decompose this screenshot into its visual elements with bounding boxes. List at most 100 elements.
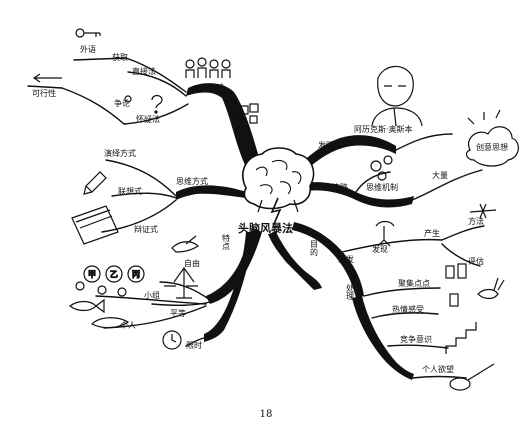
key-icon bbox=[75, 28, 101, 38]
line-competition bbox=[387, 344, 449, 349]
face-letter-3: 丙 bbox=[132, 270, 140, 279]
label-dialectic: 辩证式 bbox=[134, 224, 158, 234]
branch-upper-right-label: 发明者 bbox=[318, 140, 342, 150]
label-method: 方法 bbox=[468, 216, 484, 226]
scale-icon bbox=[164, 266, 198, 299]
line-feasible bbox=[27, 85, 63, 89]
label-feasible: 可行性 bbox=[32, 88, 56, 98]
branch-strategy-label: 策略 bbox=[332, 182, 348, 192]
line-produce bbox=[341, 238, 443, 253]
label-equal: 平等 bbox=[170, 308, 186, 318]
blocks-icon bbox=[237, 103, 259, 127]
pencil-icon bbox=[83, 171, 107, 195]
label-individual: 个人 bbox=[120, 321, 136, 330]
net-icon bbox=[449, 363, 495, 391]
line-inventor bbox=[395, 133, 453, 151]
faces-group-icon bbox=[75, 265, 145, 297]
line-dialectic bbox=[101, 199, 177, 233]
label-inventor: 阿历克斯·奥斯本 bbox=[354, 124, 413, 134]
line-group bbox=[95, 295, 207, 305]
people-group-icon bbox=[185, 57, 231, 78]
center-node: 头脑风暴法 bbox=[238, 147, 315, 235]
branch-mid-left-label: 思维方式 bbox=[176, 176, 208, 186]
clock-icon bbox=[162, 330, 182, 350]
label-dispute: 争论 bbox=[114, 98, 130, 108]
person-lying-icon bbox=[90, 317, 130, 329]
branch-upper-right bbox=[294, 135, 396, 176]
label-evaluate: 评估 bbox=[468, 256, 484, 266]
rabbit-icon bbox=[477, 277, 505, 300]
figure-icon bbox=[375, 220, 395, 247]
branch-lower-left-2 bbox=[204, 232, 254, 342]
label-discover: 发现 bbox=[372, 244, 388, 254]
bottles-icon bbox=[445, 263, 467, 307]
line-acquire bbox=[125, 57, 187, 93]
branch-lower-center bbox=[268, 232, 322, 290]
face-letter-2: 乙 bbox=[110, 270, 118, 279]
branch-right bbox=[298, 182, 414, 208]
label-produce: 产生 bbox=[424, 228, 440, 238]
line-time bbox=[185, 337, 205, 347]
line-associative bbox=[111, 192, 177, 199]
brain-icon bbox=[242, 147, 315, 210]
small-face-icon bbox=[124, 95, 132, 103]
line-amount bbox=[411, 169, 483, 201]
line-gather bbox=[363, 287, 441, 297]
branch-lower-right bbox=[292, 222, 364, 298]
branch-stimulate-label: 激发 bbox=[338, 254, 354, 264]
label-process: 处理 bbox=[346, 283, 355, 300]
center-title: 头脑风暴法 bbox=[238, 221, 293, 235]
fish-icon bbox=[68, 298, 105, 314]
line-evaluate bbox=[441, 243, 481, 267]
branch-lower-right-2 bbox=[352, 296, 414, 380]
page-number: 18 bbox=[259, 409, 273, 420]
question-icon bbox=[151, 94, 163, 114]
label-enthusiasm: 热情感受 bbox=[392, 304, 424, 314]
label-time: 限时 bbox=[186, 340, 202, 350]
line-free bbox=[159, 281, 211, 301]
line-equal bbox=[151, 301, 211, 307]
label-acquire: 获取 bbox=[112, 52, 128, 62]
inventor-portrait-icon bbox=[371, 65, 423, 127]
label-gather: 聚集点点 bbox=[398, 278, 430, 288]
label-amount: 大量 bbox=[432, 170, 448, 180]
gears-icon bbox=[370, 155, 393, 181]
lightning-icon bbox=[270, 197, 282, 225]
main-branches bbox=[176, 83, 414, 380]
line-outside bbox=[73, 57, 127, 61]
bird-icon bbox=[171, 235, 199, 253]
line-method bbox=[441, 225, 485, 241]
face-letter-1: 甲 bbox=[88, 270, 96, 279]
line-doubt bbox=[123, 103, 189, 125]
branch-purpose-label: 目的 bbox=[310, 240, 319, 257]
line-mechanism bbox=[355, 171, 391, 193]
dragonfly-icon bbox=[469, 203, 497, 219]
label-associative: 联想式 bbox=[118, 186, 142, 196]
label-small-group: 小组 bbox=[144, 290, 160, 300]
paper-stack-icon bbox=[71, 205, 119, 245]
label-personal: 个人欲望 bbox=[422, 364, 454, 374]
label-competition: 竞争意识 bbox=[400, 334, 432, 344]
stairs-icon bbox=[445, 322, 477, 354]
ideas-cloud-icon bbox=[465, 109, 519, 167]
illustrations: 甲 乙 丙 bbox=[32, 28, 519, 391]
line-deductive bbox=[105, 159, 177, 197]
label-direct: 直接法 bbox=[132, 66, 156, 76]
branch-mid-left bbox=[176, 185, 250, 200]
line-dispute bbox=[61, 87, 125, 125]
arrow-icon bbox=[32, 73, 62, 83]
label-free: 自由 bbox=[184, 258, 200, 268]
branch-upper-left-label: 回味 bbox=[208, 82, 224, 92]
label-ideas: 创意思想 bbox=[476, 142, 508, 152]
labels: 外语 获取 直接法 争论 怀疑法 可行性 回味 演绎方式 联想式 辩证式 思维方… bbox=[32, 44, 508, 374]
sub-branches bbox=[27, 57, 485, 379]
line-enthusiasm bbox=[371, 312, 439, 319]
label-deductive: 演绎方式 bbox=[104, 148, 136, 158]
label-outside: 外语 bbox=[80, 44, 96, 54]
label-doubt: 怀疑法 bbox=[136, 114, 160, 124]
label-mechanism: 思维机制 bbox=[366, 182, 398, 192]
line-direct bbox=[127, 71, 187, 97]
branch-upper-left bbox=[186, 83, 262, 175]
branch-lower-left-label: 特点 bbox=[222, 233, 231, 251]
